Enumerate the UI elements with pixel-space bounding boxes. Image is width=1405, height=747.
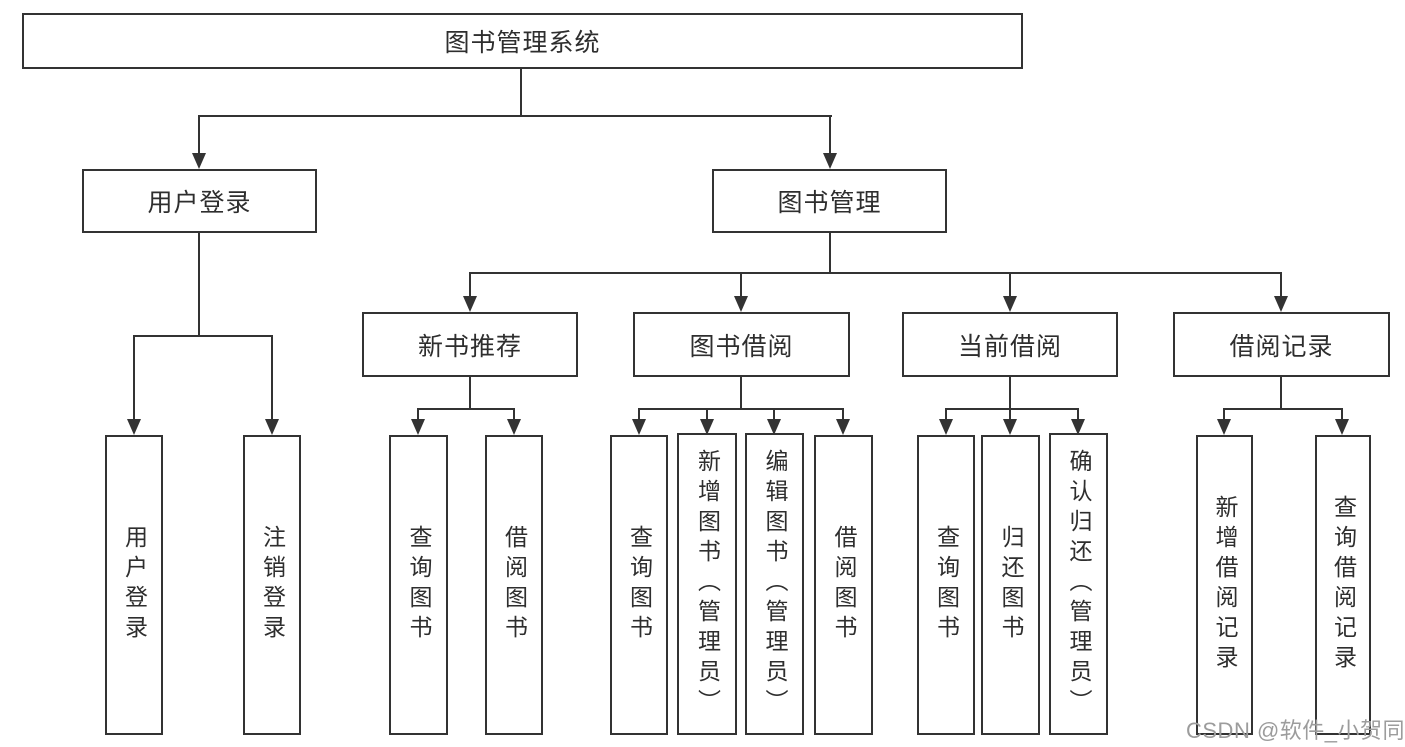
arrowhead-icon [939, 419, 953, 435]
arrowhead-icon [700, 419, 714, 435]
node-return-books: 归还图书 [981, 435, 1040, 735]
connector-drop [638, 408, 640, 421]
connector-drop-current-borrowing [1009, 272, 1011, 298]
node-label: 确认归还（管理员） [1066, 449, 1092, 719]
arrowhead-icon [1274, 296, 1288, 312]
arrowhead-icon [507, 419, 521, 435]
connector-user-login-split [133, 335, 273, 337]
connector-drop [1077, 408, 1079, 421]
arrowhead-icon [265, 419, 279, 435]
connector-book-management-stem [829, 233, 831, 274]
node-label: 借阅记录 [1229, 332, 1334, 361]
connector-drop-leaf-login [133, 335, 135, 421]
node-label: 查询借阅记录 [1330, 495, 1357, 675]
arrowhead-icon [767, 419, 781, 435]
node-label: 查询图书 [626, 525, 653, 645]
connector-drop-book-management [829, 115, 831, 155]
node-query-books-borrowing: 查询图书 [610, 435, 668, 735]
node-book-borrowing: 图书借阅 [633, 312, 850, 377]
arrowhead-icon [1003, 296, 1017, 312]
node-borrow-books-recommend: 借阅图书 [485, 435, 543, 735]
connector-drop [945, 408, 947, 421]
node-query-borrow-record: 查询借阅记录 [1315, 435, 1371, 735]
connector-drop [1009, 408, 1011, 421]
node-label: 借阅图书 [501, 525, 528, 645]
connector-current-borrowing-split [945, 408, 1079, 410]
node-label: 查询图书 [933, 525, 960, 645]
node-label: 图书管理系统 [444, 29, 601, 57]
node-book-management: 图书管理 [712, 169, 947, 233]
arrowhead-icon [1217, 419, 1231, 435]
arrowhead-icon [823, 153, 837, 169]
arrowhead-icon [734, 296, 748, 312]
connector-book-borrowing-split [638, 408, 844, 410]
connector-borrowing-records-split [1223, 408, 1343, 410]
node-label: 查询图书 [406, 525, 432, 645]
node-label: 借阅图书 [831, 525, 857, 645]
connector-root-split [198, 115, 832, 117]
connector-book-management-split [469, 272, 1282, 274]
arrowhead-icon [192, 153, 206, 169]
connector-drop [773, 408, 775, 421]
node-query-books-current: 查询图书 [917, 435, 975, 735]
connector-drop [417, 408, 419, 421]
connector-drop [1223, 408, 1225, 421]
node-add-book-admin: 新增图书（管理员） [677, 433, 737, 735]
connector-drop [706, 408, 708, 421]
connector-drop-user-login [198, 115, 200, 155]
node-label: 用户登录 [121, 525, 148, 645]
connector-new-book-split [417, 408, 515, 410]
node-label: 新增图书（管理员） [694, 449, 721, 719]
arrowhead-icon [1071, 419, 1085, 435]
node-borrowing-records: 借阅记录 [1173, 312, 1390, 377]
node-label: 归还图书 [998, 525, 1024, 645]
arrowhead-icon [411, 419, 425, 435]
node-query-books-recommend: 查询图书 [389, 435, 448, 735]
node-library-management-system: 图书管理系统 [22, 13, 1023, 69]
node-label: 当前借阅 [957, 332, 1062, 361]
arrowhead-icon [127, 419, 141, 435]
node-current-borrowing: 当前借阅 [902, 312, 1118, 377]
arrowhead-icon [632, 419, 646, 435]
connector-drop [842, 408, 844, 421]
connector-current-borrowing-stem [1009, 377, 1011, 410]
node-label: 图书借阅 [689, 332, 794, 361]
node-label: 编辑图书（管理员） [762, 449, 788, 719]
node-label: 图书管理 [777, 189, 882, 217]
connector-borrowing-records-stem [1280, 377, 1282, 410]
node-label: 新书推荐 [417, 332, 522, 361]
connector-root-stem [520, 69, 522, 117]
node-logout: 注销登录 [243, 435, 301, 735]
csdn-watermark: CSDN @软件_小贺同学 [1186, 718, 1405, 743]
connector-drop [513, 408, 515, 421]
node-new-book-recommend: 新书推荐 [362, 312, 578, 377]
node-user-login-leaf: 用户登录 [105, 435, 163, 735]
node-add-borrow-record: 新增借阅记录 [1196, 435, 1253, 735]
connector-drop-book-borrowing [740, 272, 742, 298]
node-label: 新增借阅记录 [1212, 495, 1238, 675]
connector-drop-leaf-logout [271, 335, 273, 421]
connector-new-book-stem [469, 377, 471, 410]
node-edit-book-admin: 编辑图书（管理员） [745, 433, 804, 735]
connector-user-login-stem [198, 233, 200, 337]
node-borrow-books-borrowing: 借阅图书 [814, 435, 873, 735]
arrowhead-icon [836, 419, 850, 435]
connector-drop-new-book [469, 272, 471, 298]
arrowhead-icon [1003, 419, 1017, 435]
node-label: 注销登录 [259, 525, 286, 645]
connector-drop [1341, 408, 1343, 421]
arrowhead-icon [463, 296, 477, 312]
arrowhead-icon [1335, 419, 1349, 435]
connector-drop-borrowing-records [1280, 272, 1282, 298]
connector-book-borrowing-stem [740, 377, 742, 410]
node-label: 用户登录 [147, 189, 252, 217]
node-confirm-return-admin: 确认归还（管理员） [1049, 433, 1108, 735]
node-user-login: 用户登录 [82, 169, 317, 233]
